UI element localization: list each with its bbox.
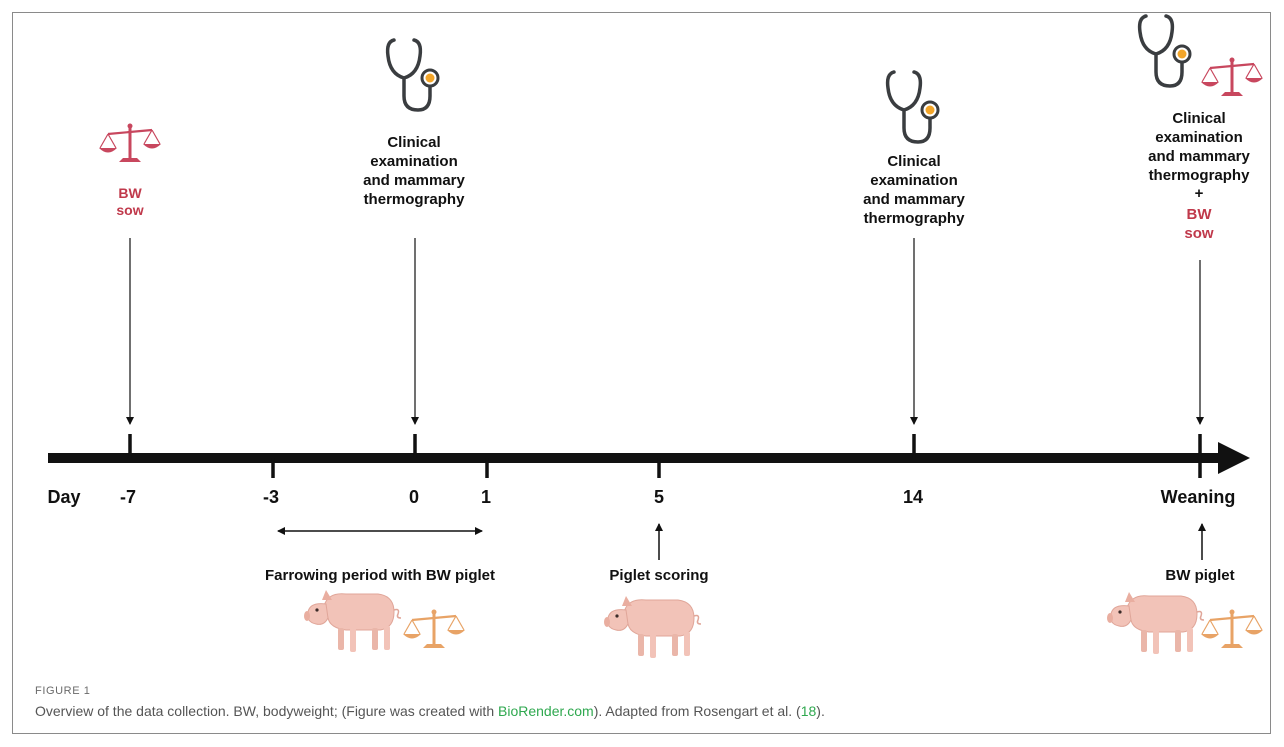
svg-text:Clinical: Clinical (887, 153, 940, 170)
stethoscope-icon (885, 70, 940, 144)
day-label: Day (47, 487, 80, 507)
tick-label-minus7: -7 (120, 487, 136, 507)
figure-caption: Overview of the data collection. BW, bod… (35, 703, 825, 719)
stethoscope-icon (385, 38, 440, 112)
farrowing-period-label: Farrowing period with BW piglet (265, 567, 495, 584)
svg-text:thermography: thermography (364, 191, 466, 208)
timeline-ticks (128, 434, 1202, 478)
svg-text:examination: examination (870, 172, 958, 189)
svg-text:sow: sow (116, 202, 143, 218)
piglet-icon (303, 589, 402, 653)
svg-text:+: + (1195, 185, 1204, 202)
bw-sow-label: BW sow (116, 185, 143, 218)
svg-text:Clinical: Clinical (1172, 110, 1225, 127)
weaning-bw-sow-label: BW sow (1184, 206, 1214, 242)
svg-text:Clinical: Clinical (387, 134, 440, 151)
svg-text:examination: examination (1155, 129, 1243, 146)
timeline-diagram: Day -7 -3 0 1 5 14 Weaning BW sow Clinic… (47, 14, 1265, 659)
bw-piglet-label: BW piglet (1165, 567, 1234, 584)
svg-text:and mammary: and mammary (863, 191, 965, 208)
scale-icon (1199, 608, 1265, 650)
tick-label-1: 1 (481, 487, 491, 507)
tick-label-14: 14 (903, 487, 923, 507)
scale-icon (401, 608, 467, 650)
reference-link[interactable]: 18 (800, 703, 817, 719)
piglet-scoring-label: Piglet scoring (609, 567, 708, 584)
exam-day0-label: Clinical examination and mammary thermog… (363, 134, 465, 208)
tick-label-5: 5 (654, 487, 664, 507)
tick-label-0: 0 (409, 487, 419, 507)
exam-day14-label: Clinical examination and mammary thermog… (863, 153, 965, 227)
scale-icon (1199, 56, 1265, 98)
exam-weaning-label: Clinical examination and mammary thermog… (1148, 110, 1250, 202)
scale-icon (97, 122, 163, 164)
svg-text:sow: sow (1184, 225, 1214, 242)
biorender-link[interactable]: BioRender.com (498, 703, 594, 719)
svg-text:BW: BW (118, 185, 142, 201)
timeline-arrowhead (1218, 442, 1250, 474)
piglet-icon (1106, 591, 1205, 655)
stethoscope-icon (1137, 14, 1192, 88)
svg-text:thermography: thermography (1149, 167, 1251, 184)
tick-label-weaning: Weaning (1161, 487, 1236, 507)
svg-text:thermography: thermography (864, 210, 966, 227)
piglet-icon (603, 595, 702, 659)
tick-label-minus3: -3 (263, 487, 279, 507)
figure-label: FIGURE 1 (35, 685, 91, 697)
svg-text:BW: BW (1187, 206, 1213, 223)
svg-text:and mammary: and mammary (363, 172, 465, 189)
svg-text:and mammary: and mammary (1148, 148, 1250, 165)
svg-text:examination: examination (370, 153, 458, 170)
